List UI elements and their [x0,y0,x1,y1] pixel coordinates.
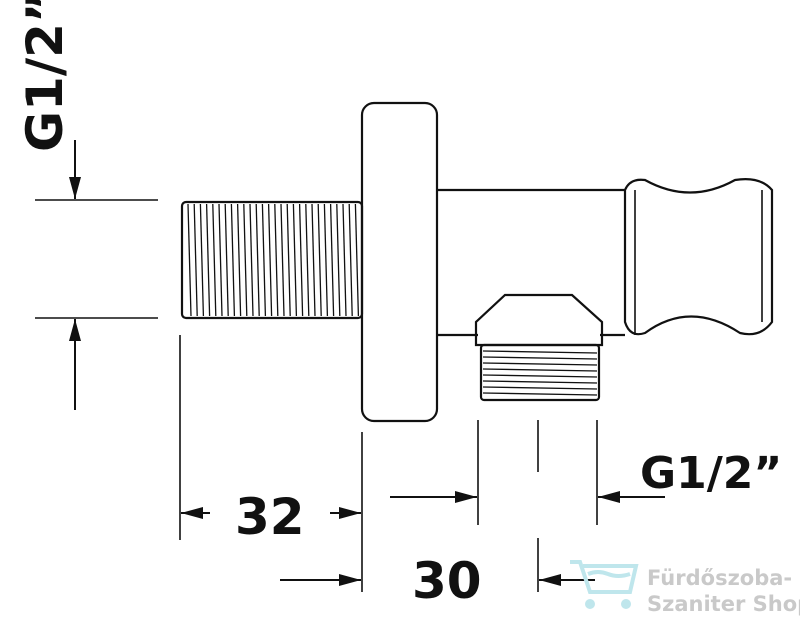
inlet-thread [180,200,364,320]
thread-line [243,203,248,317]
valve-body [437,188,625,337]
watermark-line2: Szaniter Shop [647,592,800,616]
dimension-30: 30 [412,552,482,610]
thread-line [323,203,329,317]
thread-line [354,203,360,317]
left-thread-label: G1/2” [16,0,74,152]
watermark-line1: Fürdőszoba- [647,566,792,590]
thread-line [230,203,236,317]
dimension-32: 32 [235,488,305,546]
thread-line [205,203,211,317]
valve-handle [623,178,774,336]
thread-line [249,203,254,317]
thread-line [482,362,598,366]
thread-line [255,203,260,317]
thread-line [482,374,598,378]
thread-line [292,203,298,317]
right-thread-label: G1/2” [640,448,782,499]
thread-line [187,203,192,317]
thread-line [329,203,335,317]
thread-line [482,386,598,390]
thread-line [212,203,217,317]
thread-line [317,203,322,317]
thread-line [482,368,598,372]
outlet-thread [479,343,601,402]
thread-line [261,203,267,317]
thread-line [482,380,598,384]
thread-line [336,203,341,317]
outlet-nut [474,293,604,347]
thread-line [482,356,598,360]
thread-line [482,392,598,396]
thread-line [199,203,205,317]
thread-line [236,203,242,317]
thread-line [274,203,279,317]
thread-line [193,203,198,317]
thread-line [348,203,353,317]
thread-line [342,203,347,317]
thread-line [218,203,223,317]
thread-line [267,203,273,317]
thread-line [280,203,285,317]
thread-line [311,203,316,317]
thread-line [305,203,310,317]
watermark-cart-icon [570,560,639,609]
thread-line [286,203,291,317]
thread-line [224,203,229,317]
wall-flange [360,101,439,423]
thread-line [482,350,598,354]
thread-line [298,203,304,317]
